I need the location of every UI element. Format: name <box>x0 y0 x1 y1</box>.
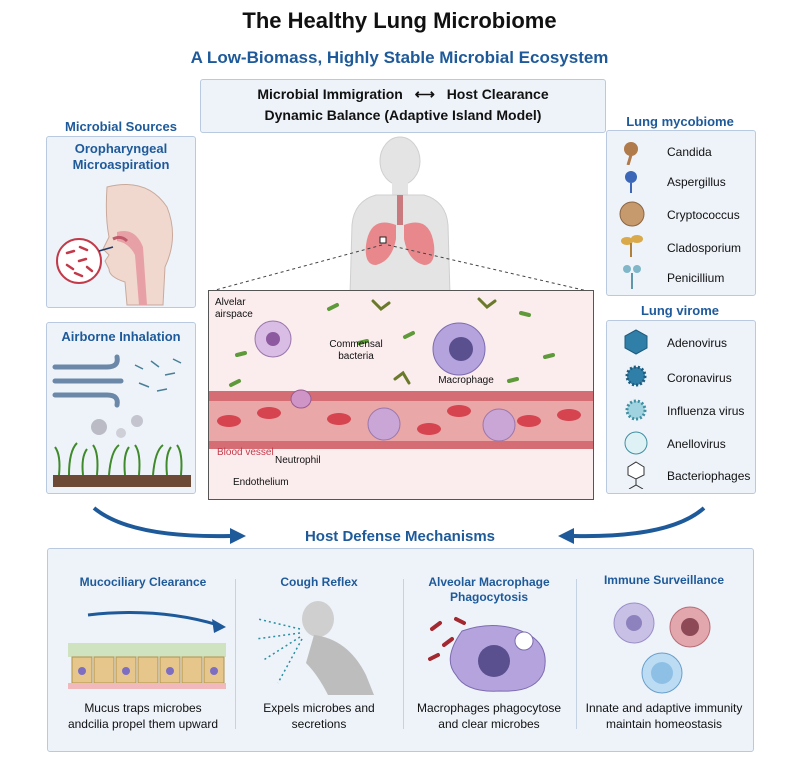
mucociliary-text-1: Mucus traps microbes <box>84 701 202 715</box>
phagocytosis-title: Alveolar Macrophage Phagocytosis <box>428 575 550 604</box>
macrophage-illustration <box>428 617 546 692</box>
virome-item: Anellovirus <box>667 437 726 451</box>
surveillance-text-2: maintain homeostasis <box>605 717 723 731</box>
bacteriophage-icon <box>625 461 647 494</box>
alveolus-panel: Alvelar airspace Commensal bacteria Macr… <box>208 290 594 500</box>
virome-item: Coronavirus <box>667 371 732 385</box>
divider <box>576 579 577 729</box>
mycobiome-item: Candida <box>667 145 712 159</box>
coronavirus-icon <box>623 363 649 394</box>
mycobiome-item: Penicillium <box>667 271 725 285</box>
zoom-lines <box>207 244 593 293</box>
penicillium-icon <box>619 263 645 289</box>
defense-box: Mucociliary Clearance Mucus traps microb… <box>47 548 754 752</box>
virome-item: Adenovirus <box>667 336 728 350</box>
mycobiome-item: Cryptococcus <box>667 208 740 222</box>
page-title: The Healthy Lung Microbiome <box>242 8 557 33</box>
cilia-illustration <box>68 611 226 689</box>
sources-heading: Microbial Sources <box>65 119 177 134</box>
mycobiome-item: Cladosporium <box>667 241 742 255</box>
aspiration-box: Oropharyngeal Microaspiration <box>46 136 196 308</box>
surveillance-title: Immune Surveillance <box>603 573 725 587</box>
virome-item: Influenza virus <box>667 404 745 418</box>
human-figure-illustration <box>349 136 451 295</box>
aspergillus-icon <box>619 169 643 193</box>
divider <box>235 579 236 729</box>
balance-box: Microbial Immigration ⟷ Host Clearance D… <box>200 79 606 133</box>
aspiration-title: Oropharyngeal Microaspiration <box>72 141 170 172</box>
mycobiome-heading: Lung mycobiome <box>626 114 734 129</box>
phagocytosis-text-1: Macrophages phagocytose <box>416 701 562 715</box>
anellovirus-icon <box>623 430 649 461</box>
cough-illustration <box>255 601 374 695</box>
mucociliary-text-2: andcilia propel them upward <box>67 717 219 731</box>
balance-line-2: Dynamic Balance (Adaptive Island Model) <box>264 107 542 123</box>
immigration-label: Microbial Immigration <box>257 86 403 102</box>
defense-heading: Host Defense Mechanisms <box>304 528 496 545</box>
alveolus-illustration <box>209 297 593 449</box>
cough-text-1: Expels microbes and <box>263 701 375 715</box>
virome-box: Adenovirus Coronavirus Influenza virus A… <box>606 320 756 494</box>
double-arrow-icon: ⟷ <box>414 86 435 102</box>
cladosporium-icon <box>619 233 645 257</box>
defense-arrows <box>92 506 706 544</box>
endothelium-label: Endothelium <box>233 477 289 488</box>
divider <box>403 579 404 729</box>
page-subtitle: A Low-Biomass, Highly Stable Microbial E… <box>190 48 609 67</box>
clearance-label: Host Clearance <box>446 86 549 102</box>
inhalation-title: Airborne Inhalation <box>61 329 181 344</box>
virome-item: Bacteriophages <box>667 469 751 483</box>
influenza-icon <box>623 397 649 428</box>
surveillance-text-1: Innate and adaptive immunity <box>585 701 743 715</box>
cough-text-2: secretions <box>291 717 347 731</box>
cough-title: Cough Reflex <box>280 575 358 589</box>
commensal-label: Commensal bacteria <box>329 339 383 362</box>
airborne-illustration <box>52 354 191 487</box>
macrophage-label: Macrophage <box>438 375 494 386</box>
blood-vessel-label: Blood vessel <box>217 447 274 458</box>
neutrophil-label: Neutrophil <box>275 455 321 466</box>
mucociliary-title: Mucociliary Clearance <box>79 575 207 589</box>
cryptococcus-icon <box>619 201 645 227</box>
balance-line-1: Microbial Immigration ⟷ Host Clearance <box>201 86 605 103</box>
mycobiome-item: Aspergillus <box>667 175 726 189</box>
phagocytosis-text-2: and clear microbes <box>438 717 540 731</box>
candida-icon <box>619 141 643 166</box>
airspace-label: Alvelar airspace <box>215 297 253 320</box>
immune-cells-illustration <box>613 602 711 694</box>
head-profile-illustration <box>56 184 173 306</box>
inhalation-box: Airborne Inhalation <box>46 322 196 494</box>
virome-heading: Lung virome <box>640 303 719 318</box>
adenovirus-icon <box>623 329 649 360</box>
mycobiome-box: Candida Aspergillus Cryptococcus Cladosp… <box>606 130 756 296</box>
